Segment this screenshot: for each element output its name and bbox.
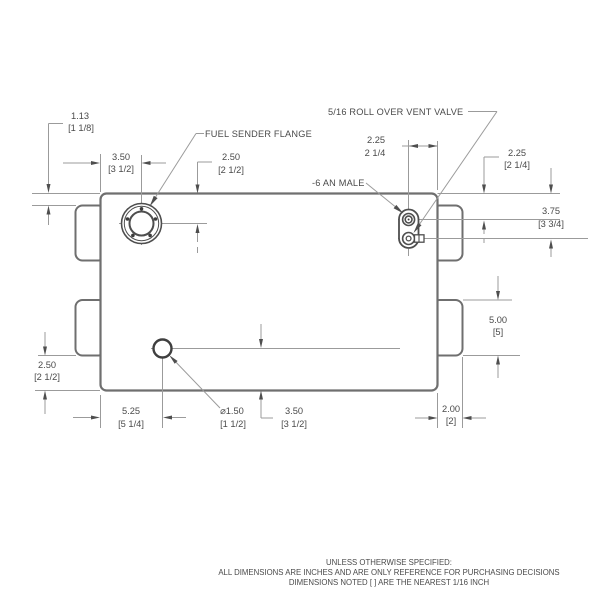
note-line-2: ALL DIMENSIONS ARE INCHES AND ARE ONLY R… [218, 568, 559, 577]
flange-outer-ring [120, 202, 163, 245]
dim-vent-bottom-from-top: 3.75 [3 3/4] [538, 168, 564, 257]
tank-body [99, 192, 439, 392]
arrowhead [141, 161, 151, 165]
dim-tab-top-offset: 1.13 [1 1/8] [46, 111, 94, 225]
arrowhead [413, 222, 422, 233]
dim-value: 3.75 [542, 206, 560, 216]
dim-value: 1.13 [71, 111, 89, 121]
dim-fraction: [2 1/2] [218, 165, 244, 175]
vent-valve-body [401, 231, 416, 246]
arrowhead [428, 144, 438, 148]
dim-value: ⌀1.50 [220, 406, 244, 416]
dim-value: 2.50 [222, 152, 240, 162]
arrowhead [482, 184, 486, 194]
flange-mid-ring [123, 205, 160, 242]
fuel-sender-flange-label: FUEL SENDER FLANGE [205, 129, 312, 139]
arrowhead [46, 184, 51, 193]
dim-fraction: [2 1/2] [34, 372, 60, 382]
flange-inner-ring [128, 210, 155, 237]
dim-tab-height: 5.00 [5] [489, 276, 507, 378]
arrowhead [91, 161, 100, 165]
arrowhead [549, 239, 553, 249]
arrowhead [195, 224, 200, 233]
arrowhead [43, 346, 47, 356]
dim-vent-top-from-top: 2.25 [2 1/4] [482, 148, 530, 243]
note-line-3: DIMENSIONS NOTED [ ] ARE THE NEAREST 1/1… [289, 578, 489, 587]
arrowhead [46, 205, 51, 215]
arrowhead [163, 415, 172, 420]
dim-value: 2.50 [38, 360, 56, 370]
tank-outline [74, 192, 464, 392]
dim-value: 2.25 [508, 148, 526, 158]
centerlines-and-extension-lines [32, 140, 588, 428]
dim-drain-from-bottom: 3.50 [3 1/2] [259, 324, 307, 429]
flange-bolt [148, 233, 152, 238]
dim-fraction: 2 1/4 [365, 148, 386, 158]
dim-value: 2.25 [367, 135, 385, 145]
arrowhead [496, 355, 500, 365]
dim-fraction: [1 1/8] [68, 123, 94, 133]
arrowhead [149, 195, 158, 207]
an-male-port-inner [404, 215, 413, 224]
flange-bolt [131, 233, 135, 238]
arrowhead [91, 415, 100, 420]
drain-circle [152, 338, 173, 359]
flange-bolt [125, 217, 130, 221]
an-male-label: -6 AN MALE [312, 178, 365, 188]
flange-bolt [153, 217, 158, 221]
dim-flange-from-top: 2.50 [2 1/2] [195, 152, 244, 253]
dim-value: 2.00 [442, 404, 460, 414]
vent-valve-assembly [398, 208, 425, 249]
arrowhead [393, 204, 404, 214]
dim-fraction: [3 1/2] [281, 419, 307, 429]
dim-fraction: [2] [446, 416, 456, 426]
arrowhead [462, 416, 472, 420]
arrowhead [496, 291, 500, 300]
dim-drain-from-left: 5.25 [5 1/4] [73, 406, 186, 429]
dim-fraction: [3 1/2] [108, 164, 134, 174]
dim-fraction: [3 3/4] [538, 219, 564, 229]
leader-vent-valve: 5/16 ROLL OVER VENT VALVE [328, 107, 498, 233]
arrowhead [428, 416, 438, 420]
dim-fraction: [2 1/4] [504, 160, 530, 170]
note-line-1: UNLESS OTHERWISE SPECIFIED: [326, 558, 452, 567]
leader-fuel-sender-flange: FUEL SENDER FLANGE [149, 129, 312, 207]
flange-bolt [139, 207, 144, 211]
dim-tab-bottom-offset: 2.50 [2 1/2] [34, 332, 60, 414]
fuel-sender-flange [120, 202, 163, 245]
dim-vent-from-right: 2.25 2 1/4 [365, 135, 438, 158]
vent-valve-center [405, 235, 412, 242]
dim-tab-width: 2.00 [2] [415, 404, 486, 426]
dim-fraction: [1 1/2] [220, 419, 246, 429]
vent-valve-label: 5/16 ROLL OVER VENT VALVE [328, 107, 463, 117]
arrowhead [169, 355, 178, 364]
dim-value: 3.50 [285, 406, 303, 416]
an-male-port-center [407, 218, 410, 221]
arrowhead [43, 390, 47, 400]
dim-value: 5.00 [489, 315, 507, 325]
leader-an-male: -6 AN MALE [312, 178, 404, 214]
dim-value: 3.50 [112, 152, 130, 162]
arrowhead [482, 220, 486, 230]
dim-value: 5.25 [122, 406, 140, 416]
dim-flange-from-left: 3.50 [3 1/2] [63, 152, 166, 174]
arrowhead [259, 339, 263, 348]
notes-block: UNLESS OTHERWISE SPECIFIED: ALL DIMENSIO… [218, 558, 559, 587]
arrowhead [549, 184, 553, 194]
arrowhead [409, 144, 418, 148]
drain-port [152, 338, 173, 359]
dim-fraction: [5 1/4] [118, 419, 144, 429]
dim-drain-diameter: ⌀1.50 [1 1/2] [169, 355, 246, 429]
dim-fraction: [5] [493, 327, 503, 337]
arrowhead [259, 390, 263, 400]
arrowhead [195, 184, 200, 194]
